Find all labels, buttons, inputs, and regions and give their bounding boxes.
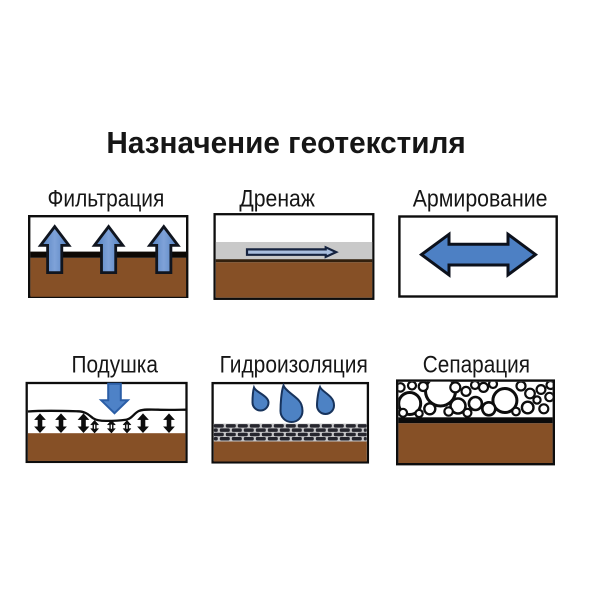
svg-text:Назначение геотекстиля: Назначение геотекстиля	[106, 125, 465, 160]
svg-text:Подушка: Подушка	[72, 351, 159, 378]
svg-text:Армирование: Армирование	[413, 185, 548, 212]
svg-text:Сепарация: Сепарация	[423, 351, 530, 378]
svg-text:Дренаж: Дренаж	[239, 185, 315, 212]
svg-text:Гидроизоляция: Гидроизоляция	[220, 351, 368, 378]
svg-text:Фильтрация: Фильтрация	[48, 185, 165, 212]
